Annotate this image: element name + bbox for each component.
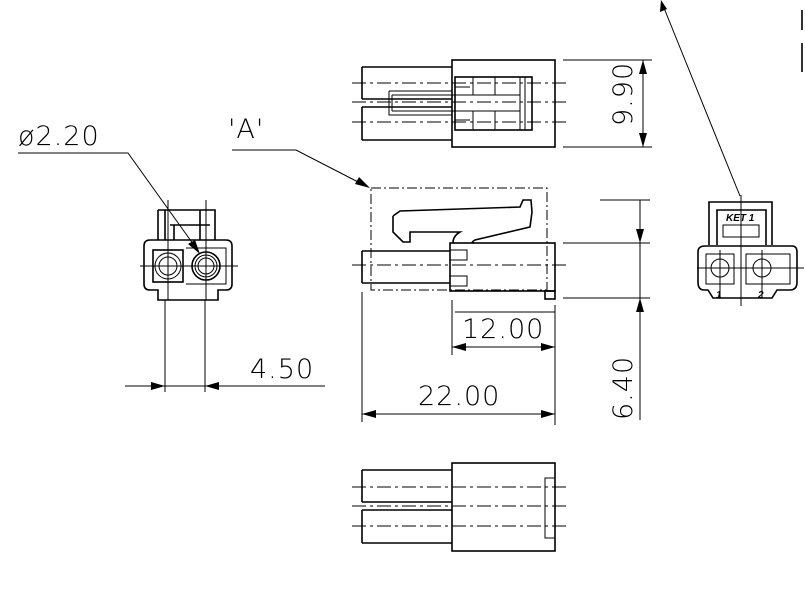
diameter-label: ø2.20: [18, 121, 100, 152]
detail-a-label: 'A': [228, 114, 264, 145]
brand-marking: KET 1: [726, 213, 755, 224]
detail-a-leader: 'A': [228, 114, 370, 188]
dim-body-length-label: 12.00: [462, 314, 544, 345]
dim-pitch-label: 4.50: [250, 354, 314, 385]
dimension-6-40: 6.40: [563, 199, 650, 420]
side-view: [352, 187, 566, 300]
dimension-4-50: 4.50: [125, 300, 325, 392]
top-view: [352, 59, 566, 148]
dim-total-length-label: 22.00: [418, 381, 500, 412]
dimension-9-90: 9.90: [563, 59, 652, 148]
dimension-22-00: 22.00: [361, 292, 555, 422]
pin-2-label: 2: [757, 290, 764, 301]
dimension-12-00: 12.00: [451, 300, 556, 425]
pin-1-label: 1: [716, 290, 722, 301]
bottom-view: [352, 462, 566, 552]
dim-height-side-label: 6.40: [608, 356, 639, 420]
diameter-leader: ø2.20: [18, 121, 200, 254]
right-end-view: KET 1 1 2: [660, 0, 804, 306]
left-end-view: [140, 200, 238, 301]
dim-height-top-label: 9.90: [608, 62, 639, 126]
